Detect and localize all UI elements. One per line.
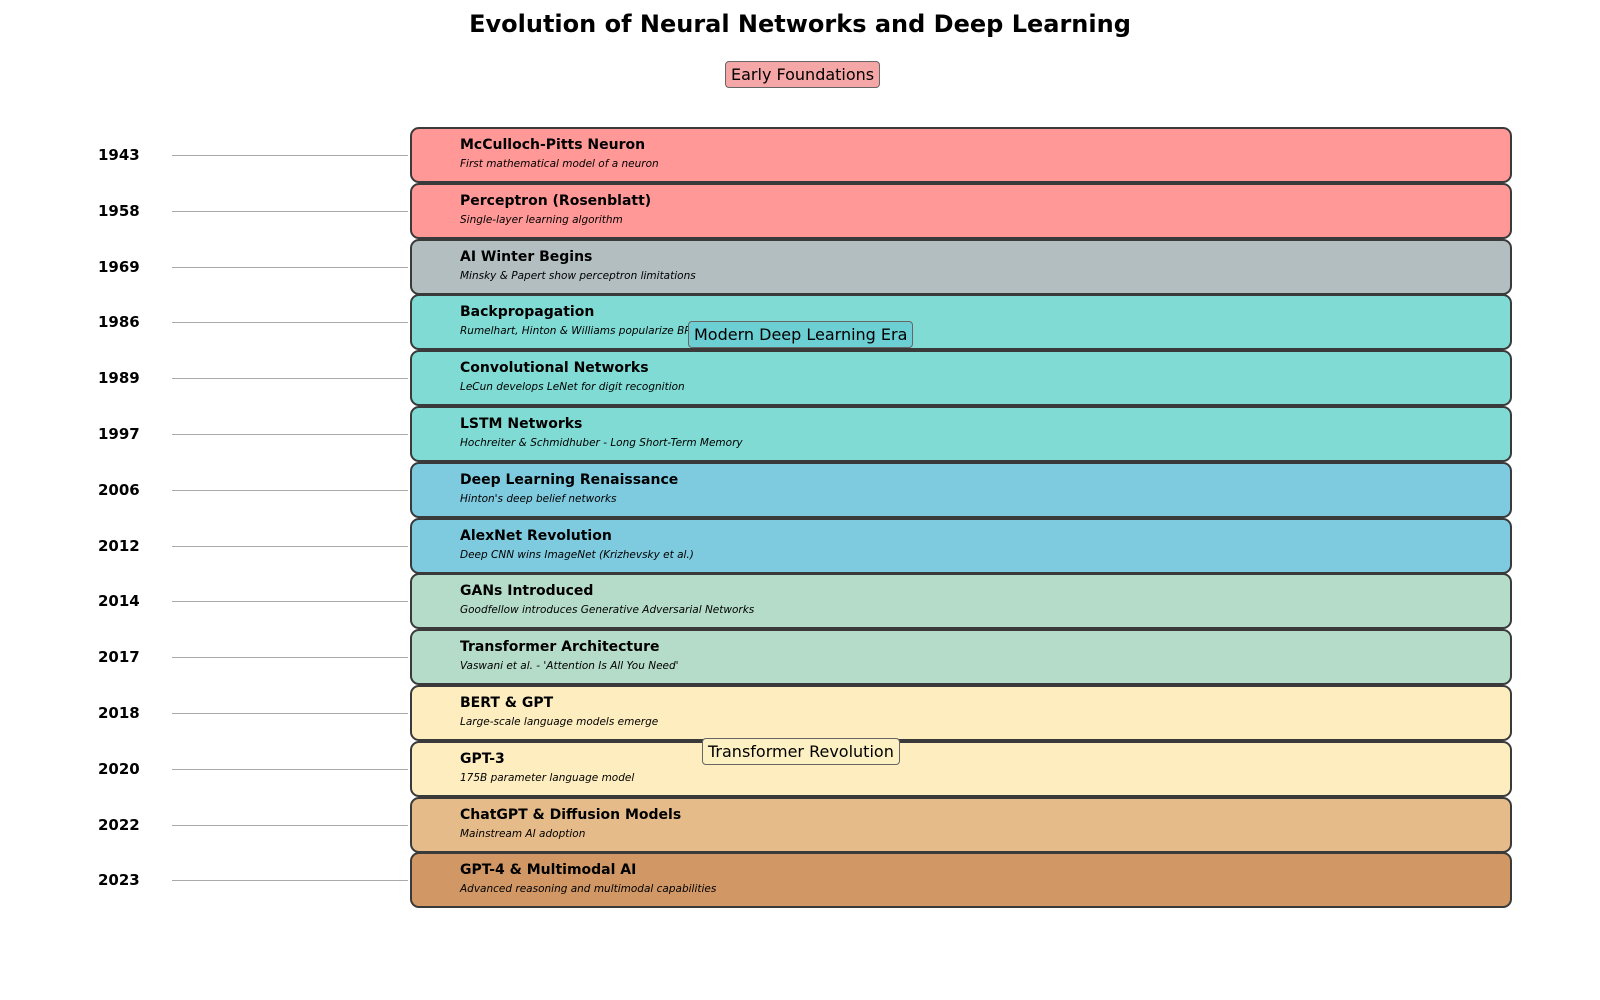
event-year: 2023 [98,871,140,890]
event-year: 2020 [98,759,140,778]
connector-line [172,266,408,268]
connector-line [172,768,408,770]
connector-line [172,880,408,882]
event-description: Goodfellow introduces Generative Adversa… [460,604,755,617]
event-title: GPT-4 & Multimodal AI [460,862,637,879]
connector-line [172,322,408,324]
event-year: 2006 [98,480,140,499]
event-title: AlexNet Revolution [460,527,612,544]
event-description: Minsky & Papert show perceptron limitati… [460,269,696,282]
timeline-row: 2023 GPT-4 & Multimodal AI Advanced reason… [0,852,1600,909]
event-year: 1958 [98,201,140,220]
event-year: 2012 [98,536,140,555]
connector-line [172,657,408,659]
event-title: Backpropagation [460,304,595,321]
era-label-early-foundations: Early Foundations [725,61,881,88]
event-box: BERT & GPT Large-scale language models em… [410,685,1512,741]
event-box: Perceptron (Rosenblatt) Single-layer lear… [410,182,1512,239]
event-year: 1969 [98,257,140,276]
event-description: Single-layer learning algorithm [460,213,623,226]
connector-line [172,210,408,212]
event-description: Deep CNN wins ImageNet (Krizhevsky et al… [460,548,694,561]
event-description: Large-scale language models emerge [460,716,659,728]
event-title: LSTM Networks [460,416,583,432]
connector-line [172,545,408,547]
event-description: LeCun develops LeNet for digit recogniti… [460,381,685,394]
era-label-transformer-revolution: Transformer Revolution [702,738,900,765]
timeline-row: 2018 BERT & GPT Large-scale language model… [0,685,1600,741]
event-description: Hochreiter & Schmidhuber - Long Short-Te… [460,437,743,449]
connector-line [172,601,408,603]
event-title: Convolutional Networks [460,360,649,377]
event-title: AI Winter Begins [460,248,593,265]
event-year: 2018 [98,704,140,722]
event-description: Hinton's deep belief networks [460,492,617,505]
diagram-title: Evolution of Neural Networks and Deep Le… [469,10,1131,38]
event-year: 2014 [98,592,140,611]
connector-line [172,713,408,714]
event-year: 1986 [98,313,140,332]
event-year: 1943 [98,146,140,164]
event-description: First mathematical model of a neuron [460,158,659,170]
event-title: BERT & GPT [460,695,554,711]
event-title: GANs Introduced [460,583,594,600]
event-description: Rumelhart, Hinton & Williams popularize … [460,325,691,338]
event-title: McCulloch-Pitts Neuron [460,137,646,153]
event-year: 2022 [98,815,140,834]
connector-line [172,155,408,156]
event-year: 1989 [98,369,140,388]
event-description: 175B parameter language model [460,771,635,784]
event-description: Mainstream AI adoption [460,827,586,840]
connector-line [172,378,408,380]
event-box: GPT-4 & Multimodal AI Advanced reasoning … [410,852,1512,909]
event-title: Perceptron (Rosenblatt) [460,192,652,209]
event-description: Advanced reasoning and multimodal capabi… [460,883,717,896]
connector-line [172,824,408,826]
timeline-row: 1958 Perceptron (Rosenblatt) Single-layer … [0,182,1600,239]
timeline-row: 2020 GPT-3 175B parameter language model [0,740,1600,797]
connector-line [172,489,408,491]
event-title: Transformer Architecture [460,639,660,656]
event-title: ChatGPT & Diffusion Models [460,806,682,823]
event-title: Deep Learning Renaissance [460,471,679,488]
era-label-modern-deep-learning: Modern Deep Learning Era [688,321,914,348]
connector-line [172,434,408,435]
event-year: 1997 [98,425,140,443]
event-year: 2017 [98,648,140,667]
event-title: GPT-3 [460,750,505,767]
event-description: Vaswani et al. - 'Attention Is All You N… [460,660,679,673]
event-box: GPT-3 175B parameter language model [410,740,1512,797]
